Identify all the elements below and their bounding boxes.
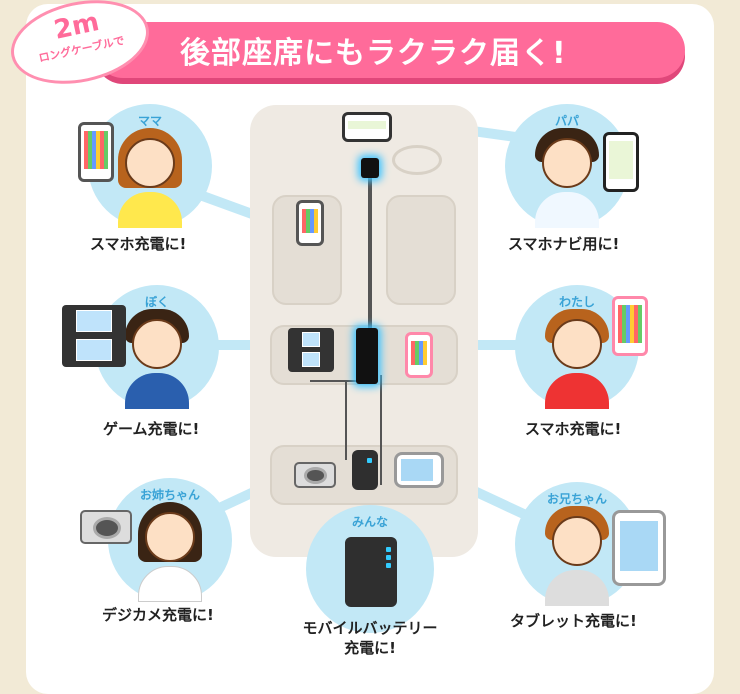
nav-phone-mounted bbox=[342, 112, 392, 142]
mobile-battery-icon bbox=[345, 537, 397, 607]
boku-body bbox=[125, 373, 189, 409]
papa-nav-phone-icon bbox=[603, 132, 639, 192]
cable bbox=[368, 165, 372, 365]
oneechan-face bbox=[145, 512, 195, 562]
mama-label: スマホ充電に! bbox=[90, 235, 187, 253]
oneechan-body bbox=[138, 566, 202, 602]
phone-middle-right bbox=[405, 332, 433, 378]
watashi-face bbox=[552, 319, 602, 369]
game-console-icon bbox=[62, 305, 126, 367]
tablet-icon bbox=[612, 510, 666, 586]
cable bbox=[310, 380, 370, 382]
oneechan-name: お姉ちゃん bbox=[139, 488, 200, 502]
cable bbox=[345, 380, 347, 460]
front-right-seat bbox=[386, 195, 456, 305]
mama-name: ママ bbox=[137, 114, 162, 128]
boku-name: ぼく bbox=[144, 295, 169, 309]
oniichan-label: タブレット充電に! bbox=[510, 612, 637, 630]
phone-front-left bbox=[296, 200, 324, 246]
papa-face bbox=[542, 138, 592, 188]
oniichan-name: お兄ちゃん bbox=[546, 492, 607, 506]
mama-face bbox=[125, 138, 175, 188]
minna-label-line1: モバイルバッテリー bbox=[302, 619, 438, 637]
camera-icon bbox=[80, 510, 132, 544]
papa-label: スマホナビ用に! bbox=[508, 235, 620, 253]
papa-name: パパ bbox=[554, 114, 579, 128]
steering-wheel bbox=[392, 145, 442, 175]
watashi-name: わたし bbox=[558, 295, 595, 309]
cable bbox=[380, 375, 382, 485]
mama-phone-icon bbox=[78, 122, 114, 182]
oniichan-body bbox=[545, 570, 609, 606]
boku-face bbox=[132, 319, 182, 369]
game-console-middle bbox=[288, 328, 334, 372]
minna-name: みんな bbox=[351, 515, 388, 529]
tablet-rear bbox=[394, 452, 444, 488]
boku-label: ゲーム充電に! bbox=[103, 420, 200, 438]
watashi-label: スマホ充電に! bbox=[525, 420, 622, 438]
oniichan-face bbox=[552, 516, 602, 566]
minna-label-line2: 充電に! bbox=[344, 639, 396, 657]
camera-rear bbox=[294, 462, 336, 488]
oneechan-label: デジカメ充電に! bbox=[102, 606, 214, 624]
watashi-body bbox=[545, 373, 609, 409]
car-charger-plug bbox=[361, 158, 379, 178]
mama-body bbox=[118, 192, 182, 228]
title-banner: 後部座席にもラクラク届く! bbox=[95, 22, 685, 78]
usb-hub bbox=[356, 328, 378, 384]
watashi-phone-icon bbox=[612, 296, 648, 356]
papa-body bbox=[535, 192, 599, 228]
minna-label: モバイルバッテリー 充電に! bbox=[300, 618, 440, 658]
battery-rear bbox=[352, 450, 378, 490]
